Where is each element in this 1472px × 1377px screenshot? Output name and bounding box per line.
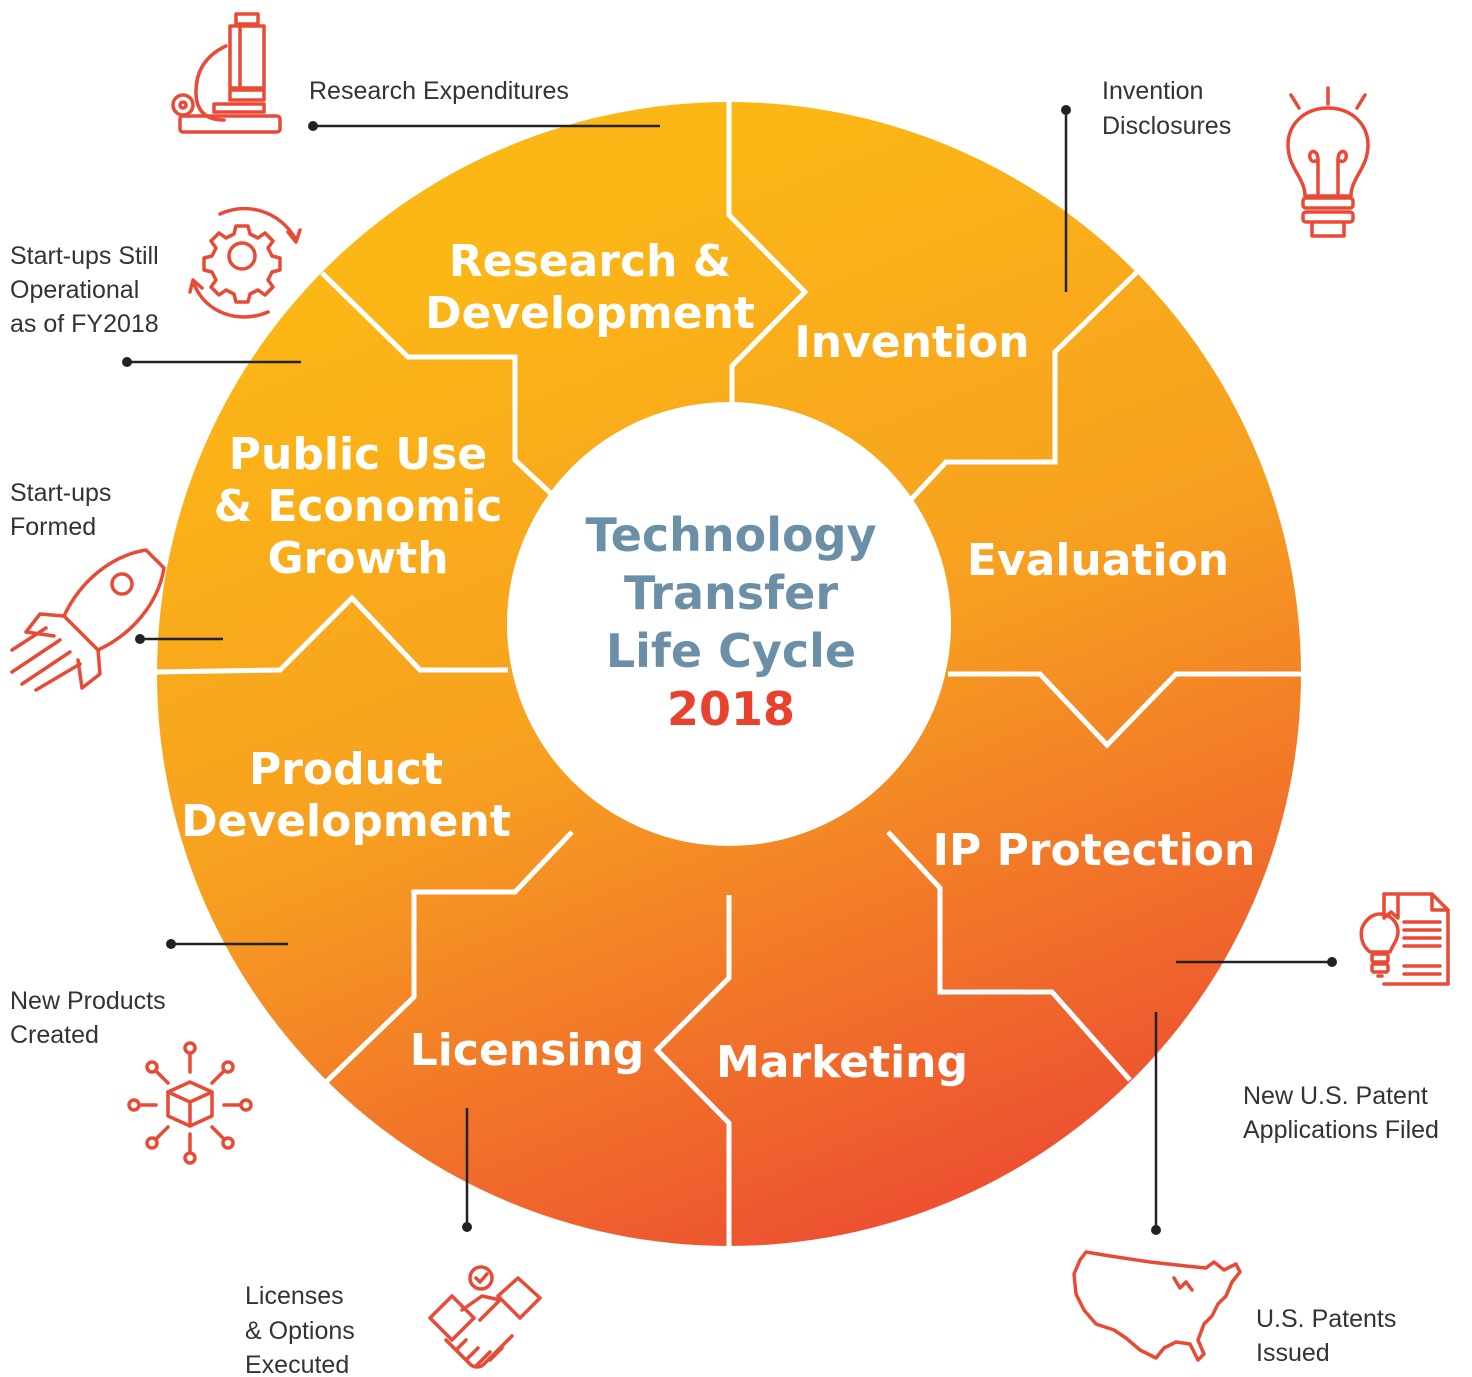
annotation-licenses-line1: Licenses	[245, 1282, 344, 1310]
segment-dividers	[155, 100, 1302, 1248]
segment-evaluation-label: Evaluation	[967, 535, 1229, 586]
annotation-invention-line1: Invention	[1102, 77, 1203, 105]
annotation-startups-still-line1: Start-ups Still	[10, 242, 159, 270]
gear-cycle-icon	[188, 206, 302, 319]
segment-invention-label: Invention	[794, 317, 1029, 368]
segment-licensing-label: Licensing	[410, 1025, 644, 1076]
annotation-patent-apps-line2: Applications Filed	[1243, 1116, 1439, 1144]
segment-research-label-2: Development	[425, 288, 755, 339]
center-year: 2018	[667, 682, 795, 736]
leader-lines	[122, 105, 1337, 1235]
annotation-research-expenditures: Research Expenditures	[309, 77, 569, 105]
annotation-startups-formed-line2: Formed	[10, 513, 96, 541]
segment-research-label-1: Research &	[449, 236, 731, 287]
microscope-icon	[171, 12, 282, 134]
segment-product-label-1: Product	[249, 744, 443, 795]
segment-public-label-2: & Economic	[214, 481, 503, 532]
annotation-patent-apps-line1: New U.S. Patent	[1243, 1082, 1428, 1110]
annotation-invention-line2: Disclosures	[1102, 112, 1231, 140]
annotation-licenses-line2: & Options	[245, 1317, 355, 1345]
center-title-line2: Transfer	[624, 566, 838, 620]
annotation-patents-issued-line1: U.S. Patents	[1256, 1305, 1396, 1333]
handshake-icon	[428, 1265, 542, 1369]
patent-document-icon	[1359, 892, 1450, 986]
annotation-startups-still-line2: Operational	[10, 276, 139, 304]
segment-public-label-3: Growth	[267, 533, 448, 584]
annotation-startups-formed-line1: Start-ups	[10, 479, 111, 507]
segment-public-label-1: Public Use	[229, 429, 487, 480]
segment-product-label-2: Development	[181, 796, 511, 847]
annotation-new-products-line1: New Products	[10, 987, 166, 1015]
annotation-patents-issued-line2: Issued	[1256, 1339, 1330, 1367]
annotation-startups-still-line3: as of FY2018	[10, 310, 159, 338]
annotation-licenses-line3: Executed	[245, 1351, 349, 1377]
product-cube-icon	[127, 1041, 253, 1165]
usa-map-icon	[1072, 1250, 1242, 1362]
segment-ip-protection-label: IP Protection	[933, 825, 1256, 876]
center-circle	[507, 402, 951, 846]
center-title-line3: Life Cycle	[606, 624, 856, 678]
center-title-line1: Technology	[585, 508, 876, 562]
rocket-icon	[10, 548, 166, 692]
segment-marketing-label: Marketing	[716, 1037, 968, 1088]
annotation-new-products-line2: Created	[10, 1021, 99, 1049]
light-bulb-icon	[1286, 86, 1370, 238]
